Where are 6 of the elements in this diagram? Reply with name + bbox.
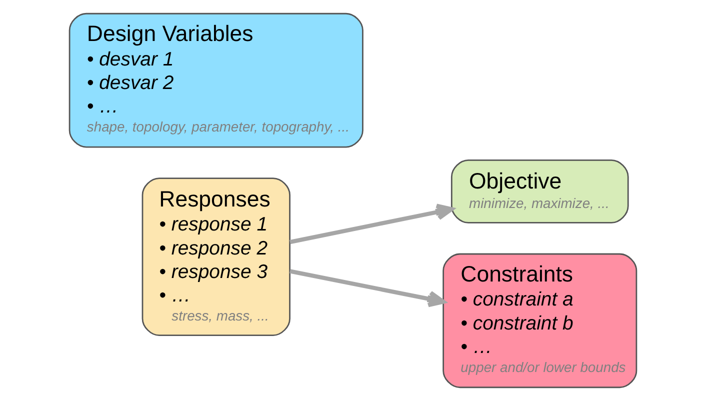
arrow — [290, 269, 446, 308]
node-box: Constraints • constraint a • constraint b • … upper and/or lower bounds — [442, 253, 638, 388]
node-box: Design Variables • desvar 1 • desvar 2 • … shape, topology, parameter, topography, ... — [68, 12, 364, 148]
node-box: Objective minimize, maximize, ... — [450, 160, 629, 224]
arrow — [290, 204, 454, 244]
node-box: Responses • response 1 • response 2 • response 3 • … stress, mass, ... — [142, 178, 290, 336]
